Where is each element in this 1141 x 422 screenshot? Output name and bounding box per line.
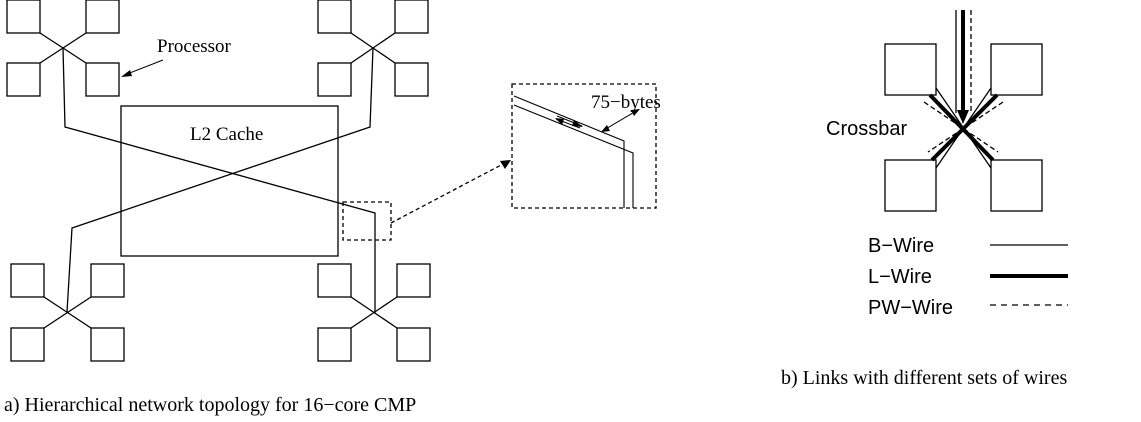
processor-core: [396, 327, 431, 362]
processor-pointer-arrow: [126, 59, 164, 75]
processor-core: [85, 0, 120, 34]
processor-core: [317, 327, 352, 362]
processor-core: [396, 263, 431, 298]
pw-wire: [927, 101, 1004, 153]
crossbar-core: [884, 43, 937, 96]
interconnect-link: [66, 47, 374, 313]
width-measure-arrow: [603, 110, 637, 131]
link-width-label: 75−bytes: [591, 92, 661, 113]
zoom-region-box: [342, 201, 392, 241]
panel-a-caption: a) Hierarchical network topology for 16−…: [4, 394, 416, 416]
panel-a-hierarchical-topology: [6, 0, 657, 362]
zoom-arrow-line: [390, 163, 504, 224]
crossbar-core: [990, 159, 1043, 212]
l2-cache-label: L2 Cache: [190, 124, 263, 145]
panel-b-crossbar-wires: [884, 10, 1068, 306]
processor-core: [394, 0, 429, 34]
processor-core: [317, 0, 352, 34]
l-wire: [930, 93, 999, 162]
processor-cluster-bottom-right: [317, 263, 431, 362]
panel-b-caption: b) Links with different sets of wires: [781, 367, 1067, 389]
legend-label-pw-wire: PW−Wire: [868, 297, 953, 319]
processor-core: [317, 263, 352, 298]
processor-core: [317, 62, 352, 97]
zoom-arrow-head: [500, 160, 511, 169]
processor-core: [394, 62, 429, 97]
processor-core: [10, 327, 45, 362]
processor-core: [90, 263, 125, 298]
l-wire: [928, 93, 995, 162]
processor-core: [85, 62, 120, 97]
processor-core: [6, 62, 41, 97]
crossbar-core: [884, 159, 937, 212]
crossbar-core: [990, 43, 1043, 96]
processor-cluster-bottom-left: [10, 263, 125, 362]
processor-core: [90, 327, 125, 362]
magnified-wire: [513, 95, 625, 208]
processor-core: [6, 0, 41, 34]
l2-cache-box: [120, 105, 339, 257]
magnified-wire: [513, 104, 634, 208]
crossbar-label: Crossbar: [826, 118, 907, 140]
pw-wire: [923, 101, 999, 153]
legend-label-l-wire: L−Wire: [868, 266, 932, 288]
processor-core: [10, 263, 45, 298]
processor-label: Processor: [157, 36, 232, 57]
interconnect-link: [62, 47, 376, 313]
legend-label-b-wire: B−Wire: [868, 235, 934, 257]
magnified-view-box: [511, 83, 657, 209]
